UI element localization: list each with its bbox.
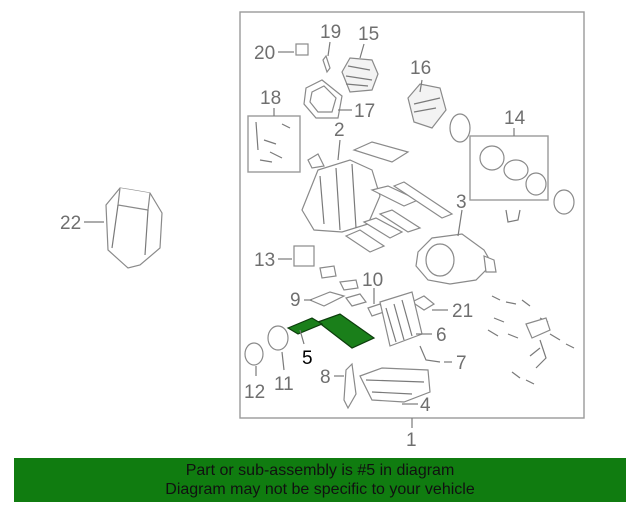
callout-12[interactable]: 12 bbox=[244, 382, 265, 403]
callout-1[interactable]: 1 bbox=[406, 430, 417, 451]
parts-diagram: 1 22 20 19 15 16 17 bbox=[60, 11, 585, 451]
part-15[interactable]: 15 bbox=[341, 24, 379, 93]
bracket-small bbox=[319, 265, 337, 279]
banner-line-2: Diagram may not be specific to your vehi… bbox=[165, 481, 475, 498]
part-17[interactable]: 17 bbox=[303, 79, 375, 122]
callout-7[interactable]: 7 bbox=[456, 353, 467, 374]
callout-16[interactable]: 16 bbox=[410, 58, 431, 79]
hardware-group bbox=[487, 295, 575, 385]
part-7[interactable]: 7 bbox=[419, 345, 467, 374]
part-18[interactable]: 18 bbox=[247, 88, 301, 173]
part-22[interactable]: 22 bbox=[60, 187, 163, 269]
part-9[interactable]: 9 bbox=[290, 290, 346, 311]
part-5[interactable]: 5 bbox=[286, 313, 376, 369]
callout-4[interactable]: 4 bbox=[420, 395, 431, 416]
callout-11[interactable]: 11 bbox=[274, 374, 294, 395]
callout-18[interactable]: 18 bbox=[260, 88, 281, 109]
part-5-arm[interactable] bbox=[286, 317, 324, 335]
callout-21[interactable]: 21 bbox=[452, 301, 473, 322]
bracket-small-2 bbox=[339, 279, 359, 291]
banner-line-1: Part or sub-assembly is #5 in diagram bbox=[185, 462, 455, 479]
callout-13[interactable]: 13 bbox=[254, 250, 275, 271]
part-4[interactable]: 4 bbox=[359, 367, 431, 416]
info-banner: Part or sub-assembly is #5 in diagram Di… bbox=[14, 458, 626, 502]
part-2[interactable]: 2 bbox=[301, 120, 381, 233]
part-6[interactable]: 6 bbox=[379, 291, 447, 347]
callout-19[interactable]: 19 bbox=[320, 22, 341, 43]
callout-6[interactable]: 6 bbox=[436, 325, 447, 346]
part-8[interactable]: 8 bbox=[320, 362, 357, 410]
callout-22[interactable]: 22 bbox=[60, 213, 81, 234]
callout-15[interactable]: 15 bbox=[358, 24, 379, 45]
callout-10[interactable]: 10 bbox=[362, 270, 383, 291]
part-12[interactable]: 12 bbox=[244, 342, 265, 403]
part-3[interactable]: 3 bbox=[415, 192, 497, 285]
callout-3[interactable]: 3 bbox=[456, 192, 467, 213]
part-13[interactable]: 13 bbox=[254, 245, 315, 271]
callout-17[interactable]: 17 bbox=[354, 101, 375, 122]
callout-2[interactable]: 2 bbox=[334, 120, 345, 141]
callout-14[interactable]: 14 bbox=[504, 108, 526, 129]
part-21[interactable]: 21 bbox=[410, 295, 473, 322]
part-14[interactable]: 14 bbox=[469, 108, 549, 201]
part-10[interactable]: 10 bbox=[362, 270, 385, 317]
evaporator-parts bbox=[344, 141, 454, 253]
blower-ring bbox=[553, 189, 575, 215]
callout-20[interactable]: 20 bbox=[254, 43, 275, 64]
part-20[interactable]: 20 bbox=[254, 43, 309, 64]
callout-5[interactable]: 5 bbox=[302, 348, 313, 369]
bracket-9b bbox=[344, 293, 368, 307]
part-11[interactable]: 11 bbox=[267, 325, 294, 395]
part-16[interactable]: 16 bbox=[407, 58, 471, 143]
part-5-body[interactable] bbox=[316, 313, 376, 349]
callout-9[interactable]: 9 bbox=[290, 290, 301, 311]
callout-8[interactable]: 8 bbox=[320, 367, 331, 388]
part-19[interactable]: 19 bbox=[320, 22, 341, 74]
